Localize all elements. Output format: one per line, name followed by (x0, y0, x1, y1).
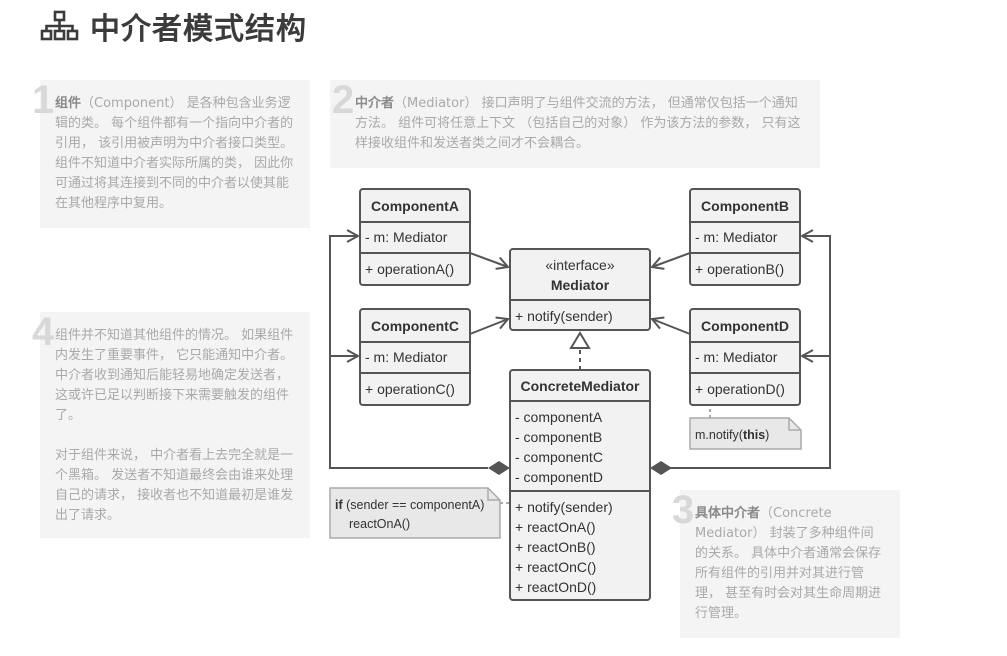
page-title: 中介者模式结构 (90, 12, 307, 47)
svg-text:if (sender == componentA): if (sender == componentA) (335, 498, 484, 512)
code-text: reactOnA() (349, 517, 410, 531)
realization-triangle (569, 331, 591, 349)
note-term: 具体中介者 (695, 506, 761, 521)
class-field: - m: Mediator (365, 229, 448, 245)
class-component-a: ComponentA - m: Mediator + operationA() (359, 188, 471, 286)
class-component-c: ComponentC - m: Mediator + operationC() (359, 308, 471, 406)
note-2: 2 中介者（Mediator） 接口声明了与组件交流的方法， 但通常仅包括一个通… (330, 80, 820, 168)
class-method: + notify(sender) (515, 499, 613, 515)
note-text: 组件并不知道其他组件的情况。 如果组件内发生了重要事件， 它只能通知中介者。 中… (55, 328, 294, 423)
stereotype: «interface» (545, 257, 614, 273)
note-number: 1 (32, 78, 55, 122)
class-field: - componentD (515, 469, 603, 485)
aggregation-line (329, 356, 488, 469)
class-name: Mediator (551, 277, 610, 293)
class-method: + operationA() (365, 261, 454, 277)
class-name: ComponentC (371, 318, 459, 334)
association-arrow (652, 319, 691, 335)
class-method: + notify(sender) (515, 308, 613, 324)
note-text: 对于组件来说， 中介者看上去完全就是一个黑箱。 发送者不知道最终会由谁来处理自己… (55, 448, 294, 523)
aggregation-line (329, 236, 358, 356)
class-field: - m: Mediator (365, 349, 448, 365)
class-name: ConcreteMediator (520, 378, 640, 394)
note-3: 3 具体中介者（Concrete Mediator） 封装了多种组件间的关系。 … (672, 490, 900, 638)
code-keyword: this (743, 428, 765, 442)
code-text: m.notify( (695, 428, 744, 442)
svg-text:m.notify(this): m.notify(this) (695, 428, 769, 442)
class-component-b: ComponentB - m: Mediator + operationB() (689, 188, 801, 286)
note-term: 中介者 (355, 96, 395, 111)
aggregation-line (670, 356, 831, 469)
code-note-react: if (sender == componentA) reactOnA() (329, 487, 501, 539)
note-text: （Concrete Mediator） 封装了多种组件间的关系。 具体中介者通常… (695, 506, 882, 621)
note-1: 1 组件（Component） 是各种包含业务逻辑的类。 每个组件都有一个指向中… (32, 80, 310, 228)
class-method: + operationD() (695, 381, 785, 397)
class-method: + reactOnC() (515, 559, 596, 575)
aggregation-diamond (488, 461, 510, 475)
note-text: （Mediator） 接口声明了与组件交流的方法， 但通常仅包括一个通知方法。 … (355, 96, 801, 151)
class-field: - m: Mediator (695, 229, 778, 245)
aggregation-line (802, 236, 831, 356)
note-number: 2 (332, 78, 355, 122)
interface-mediator: «interface» Mediator + notify(sender) (509, 248, 651, 331)
aggregation-diamond (650, 461, 672, 475)
code-note-notify: m.notify(this) (689, 417, 802, 450)
class-field: - componentC (515, 449, 603, 465)
class-method: + operationB() (695, 261, 784, 277)
class-field: - componentB (515, 429, 602, 445)
class-method: + reactOnB() (515, 539, 596, 555)
association-arrow (469, 252, 508, 267)
class-name: ComponentA (371, 198, 459, 214)
note-number: 4 (32, 310, 55, 354)
class-concrete-mediator: ConcreteMediator - componentA - componen… (509, 369, 651, 601)
code-text: ) (765, 428, 769, 442)
class-method: + reactOnD() (515, 579, 596, 595)
association-arrow (469, 319, 508, 335)
class-method: + operationC() (365, 381, 455, 397)
note-4: 4 组件并不知道其他组件的情况。 如果组件内发生了重要事件， 它只能通知中介者。… (32, 312, 310, 538)
class-name: ComponentB (701, 198, 789, 214)
class-component-d: ComponentD - m: Mediator + operationD() (689, 308, 801, 406)
class-method: + reactOnA() (515, 519, 596, 535)
note-term: 组件 (55, 96, 82, 111)
note-text: （Component） 是各种包含业务逻辑的类。 每个组件都有一个指向中介者的引… (55, 96, 294, 211)
class-name: ComponentD (701, 318, 789, 334)
class-field: - componentA (515, 409, 603, 425)
code-text: (sender == componentA) (343, 498, 485, 512)
code-keyword: if (335, 498, 343, 512)
connectors (329, 236, 831, 504)
hierarchy-icon (40, 10, 79, 41)
page-header: 中介者模式结构 (40, 4, 307, 48)
note-number: 3 (672, 488, 695, 532)
association-arrow (652, 252, 691, 267)
class-field: - m: Mediator (695, 349, 778, 365)
